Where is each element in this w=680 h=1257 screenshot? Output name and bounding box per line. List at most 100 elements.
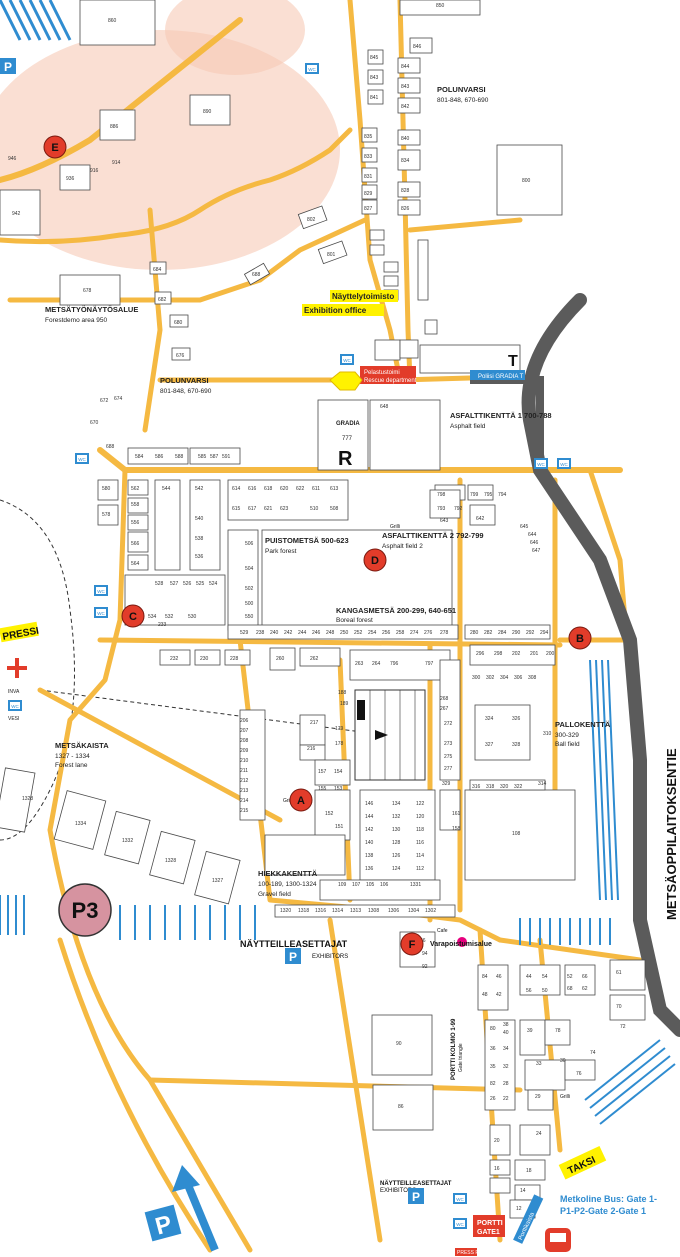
- parking-p3[interactable]: P3: [58, 883, 112, 937]
- svg-text:189: 189: [340, 701, 349, 707]
- hill-area-highlight: [0, 30, 340, 270]
- svg-text:936: 936: [66, 176, 75, 182]
- svg-text:22: 22: [503, 1096, 509, 1102]
- svg-text:48: 48: [482, 992, 488, 998]
- zone-ball-sub: 300-329: [555, 732, 579, 739]
- main-road-metsaoppilaitoksentie: [521, 293, 680, 1037]
- svg-text:564: 564: [131, 561, 140, 567]
- svg-text:529: 529: [240, 630, 249, 636]
- buildings-top: [0, 0, 563, 374]
- zone-park-title: PUISTOMETSÄ 500-623: [265, 536, 349, 545]
- svg-text:1304: 1304: [408, 908, 419, 914]
- svg-text:118: 118: [416, 827, 424, 833]
- svg-text:214: 214: [240, 798, 249, 804]
- wc-sign: WC: [557, 458, 571, 469]
- svg-text:158: 158: [452, 826, 461, 832]
- svg-text:526: 526: [183, 581, 192, 587]
- svg-text:647: 647: [532, 548, 541, 554]
- svg-text:670: 670: [90, 420, 99, 426]
- pin-c[interactable]: C: [121, 604, 145, 628]
- svg-text:244: 244: [298, 630, 307, 636]
- parking-sign: P: [285, 948, 301, 964]
- svg-text:320: 320: [500, 784, 509, 790]
- vesi-label: VESI: [8, 716, 19, 722]
- svg-text:1332: 1332: [122, 838, 133, 844]
- svg-text:800: 800: [522, 178, 531, 184]
- zone-forestdemo-sub: Forestdemo area 950: [45, 317, 108, 324]
- police-box[interactable]: Poliisi GRADIA T T: [470, 353, 525, 380]
- svg-text:207: 207: [240, 728, 249, 734]
- svg-text:322: 322: [514, 784, 523, 790]
- svg-text:292: 292: [526, 630, 535, 636]
- svg-text:277: 277: [444, 766, 453, 772]
- wc-signs: WC WC WC WC WC WC WC WC WC WC: [8, 63, 571, 1229]
- svg-text:105: 105: [366, 882, 375, 888]
- svg-text:318: 318: [486, 784, 495, 790]
- svg-text:18: 18: [526, 1168, 532, 1174]
- svg-text:250: 250: [340, 630, 349, 636]
- zone-polunvarsi-top-title: POLUNVARSI: [437, 85, 486, 94]
- svg-text:WC: WC: [11, 704, 19, 709]
- pin-e[interactable]: E: [43, 135, 67, 159]
- svg-text:797: 797: [425, 661, 434, 667]
- svg-text:82: 82: [490, 1081, 496, 1087]
- taxi-stand[interactable]: TAKSI: [558, 1146, 607, 1180]
- svg-text:621: 621: [264, 506, 273, 512]
- svg-text:542: 542: [195, 486, 204, 492]
- svg-text:796: 796: [390, 661, 399, 667]
- metkoline-line1: Metkoline Bus: Gate 1-: [560, 1194, 657, 1204]
- grilli-label-a: Grilli: [283, 798, 293, 804]
- svg-text:268: 268: [440, 696, 449, 702]
- svg-text:294: 294: [540, 630, 549, 636]
- svg-text:642: 642: [476, 516, 485, 522]
- svg-text:328: 328: [512, 742, 521, 748]
- zone-asphalt1-sub: Asphalt field: [450, 423, 486, 430]
- svg-text:90: 90: [396, 1041, 402, 1047]
- svg-text:1328: 1328: [22, 796, 33, 802]
- svg-text:282: 282: [484, 630, 493, 636]
- pressi-banner: PRESSI: [0, 621, 40, 643]
- svg-text:648: 648: [380, 404, 389, 410]
- pin-b[interactable]: B: [568, 626, 592, 650]
- svg-text:256: 256: [382, 630, 391, 636]
- svg-text:WC: WC: [97, 589, 105, 594]
- svg-text:248: 248: [326, 630, 335, 636]
- pin-a[interactable]: A: [289, 788, 313, 812]
- svg-text:843: 843: [401, 84, 410, 90]
- svg-text:532: 532: [165, 614, 174, 620]
- gate-1[interactable]: PORTTI GATE1: [473, 1215, 505, 1237]
- zone-ball-sub2: Ball field: [555, 741, 580, 748]
- pin-d[interactable]: D: [363, 548, 387, 572]
- wc-sign: WC: [8, 700, 22, 711]
- svg-text:622: 622: [296, 486, 305, 492]
- exhibitors-fi-bottom: NÄYTTEILLEASETTAJAT: [380, 1180, 452, 1187]
- svg-text:142: 142: [365, 827, 374, 833]
- first-aid-icon: [7, 658, 27, 678]
- parking-stripes-top-left: [0, 0, 72, 41]
- emergency-exit-dot: [457, 937, 467, 947]
- svg-text:672: 672: [100, 398, 109, 404]
- svg-text:28: 28: [503, 1081, 509, 1087]
- svg-text:WC: WC: [97, 611, 105, 616]
- pin-f[interactable]: F: [400, 932, 424, 956]
- svg-text:506: 506: [245, 541, 254, 547]
- svg-text:12: 12: [516, 1206, 522, 1212]
- p3-label: P3: [72, 898, 99, 923]
- svg-text:276: 276: [424, 630, 433, 636]
- svg-text:252: 252: [354, 630, 363, 636]
- svg-text:114: 114: [416, 853, 424, 859]
- svg-text:132: 132: [392, 814, 401, 820]
- exhibition-office[interactable]: Näyttelytoimisto Exhibition office: [302, 290, 398, 316]
- svg-text:C: C: [129, 611, 137, 623]
- t-letter: T: [508, 353, 518, 370]
- svg-text:550: 550: [245, 614, 254, 620]
- svg-text:146: 146: [365, 801, 374, 807]
- rescue-department[interactable]: Pelastustoimi Rescue department: [329, 366, 417, 391]
- svg-text:254: 254: [368, 630, 377, 636]
- exhibitors-en: EXHIBITORS: [312, 954, 348, 960]
- svg-text:618: 618: [264, 486, 273, 492]
- emergency-exit-label: Varapoistumisalue: [430, 941, 492, 948]
- svg-text:588: 588: [175, 454, 184, 460]
- svg-text:296: 296: [476, 651, 485, 657]
